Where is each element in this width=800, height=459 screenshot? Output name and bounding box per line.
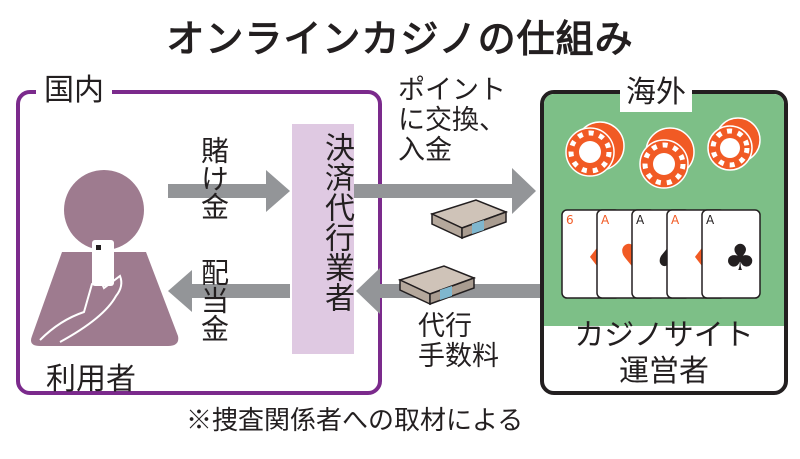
card-rank: A [601,213,610,227]
domestic-region-box [16,90,382,395]
card-rank: A [671,213,680,227]
source-footnote: ※捜査関係者への取材による [186,406,524,436]
bet-arrow [168,170,290,212]
playing-card: A♣ [701,209,761,299]
agent-fee-label: 代行 手数料 [418,311,499,372]
user-person-icon [31,170,179,346]
deposit-arrow [354,168,536,214]
points-deposit-label: ポイント に交換、 入金 [398,75,506,166]
casino-operator-label: カジノサイト 運営者 [574,318,754,389]
card-suit-icon: ♣ [724,238,756,279]
card-rank: 6 [566,213,574,227]
casino-chips-icon [565,117,761,189]
payment-agent-box [292,124,354,354]
card-rank: A [706,213,715,227]
cash-bundle-icon [429,199,509,240]
bet-money-label: 賭け金 [197,136,230,220]
payment-agent-label: 決済代行業者 [319,132,354,312]
diagram-title: オンラインカジノの仕組み [166,17,634,61]
user-label: 利用者 [46,362,136,397]
payout-money-label: 配当金 [197,258,230,342]
cash-bundle-icon [397,265,477,306]
domestic-region-label: 国内 [36,72,112,110]
payout-arrow [168,270,290,312]
playing-cards-icon: 6♦A♥A♠A♦A♣ [561,209,761,299]
overseas-region-label: 海外 [620,74,692,112]
card-rank: A [636,213,645,227]
